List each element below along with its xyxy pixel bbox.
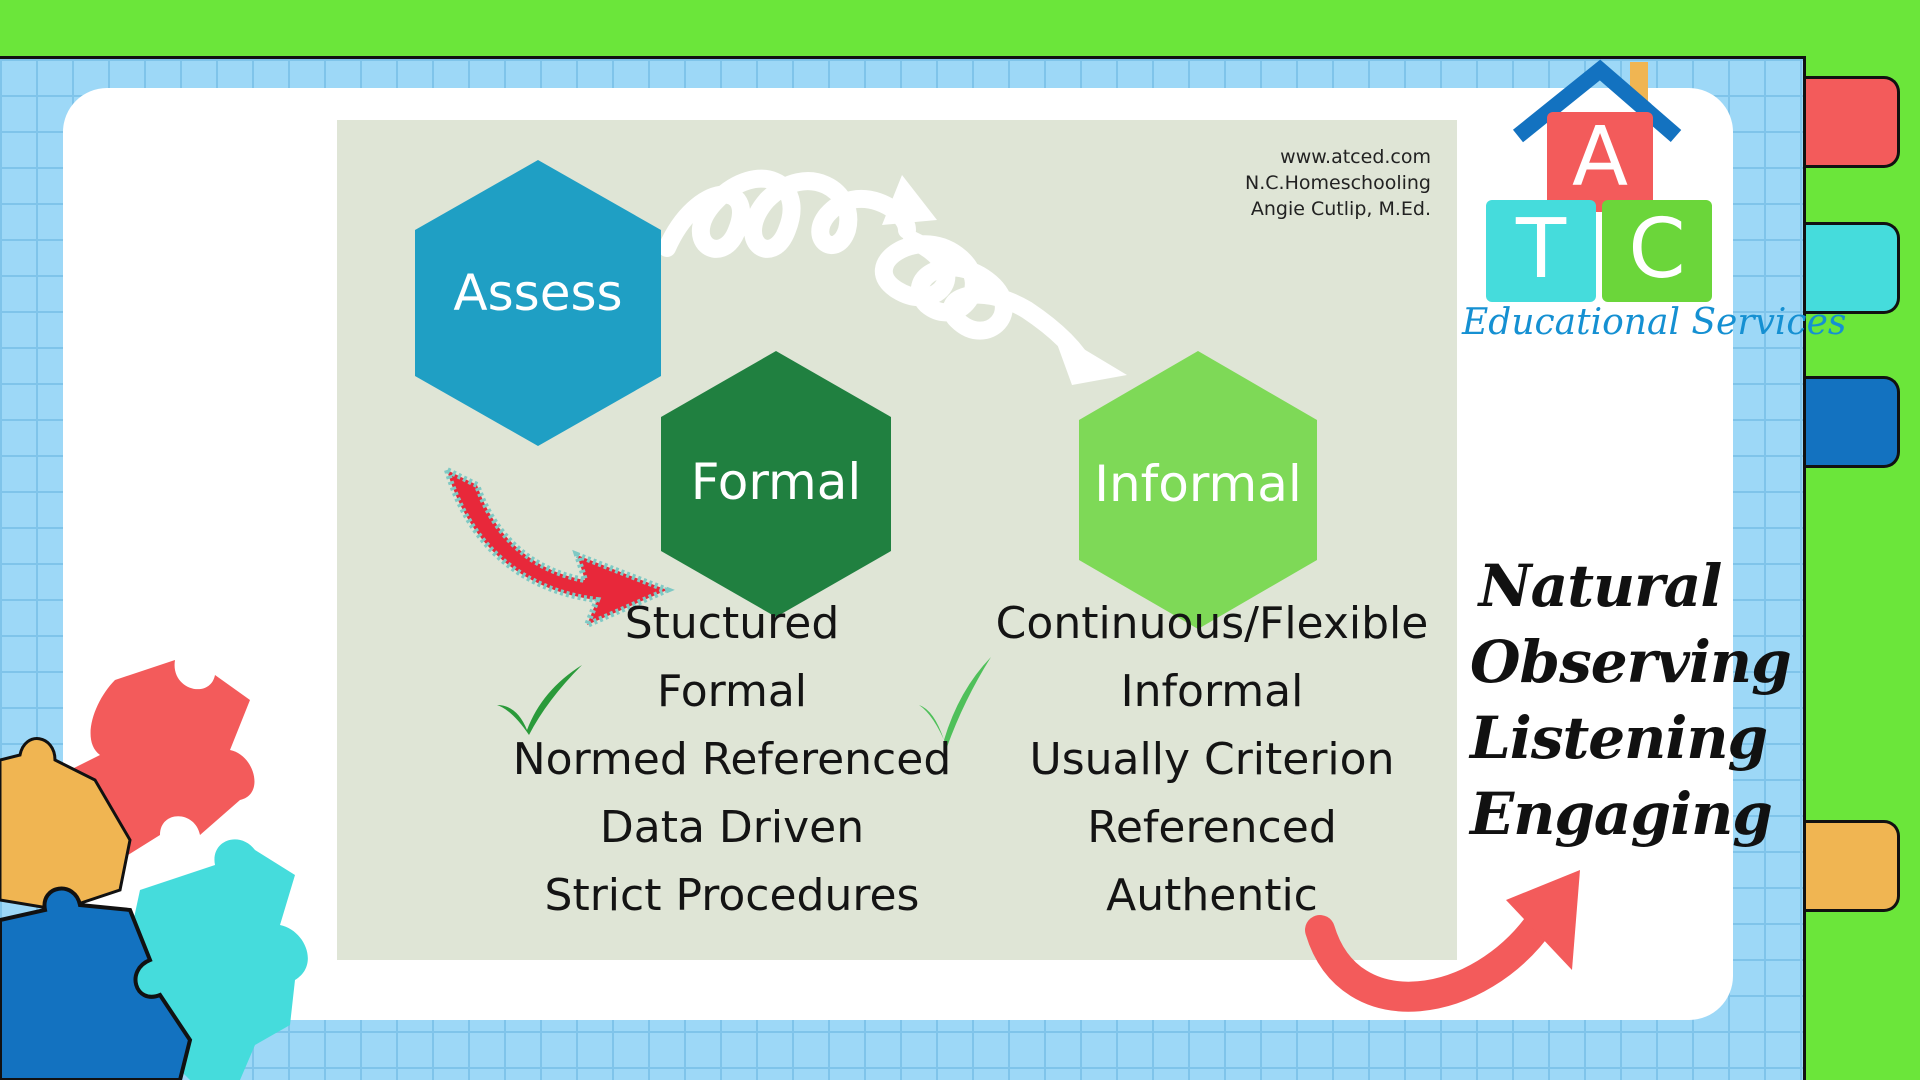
assess-hexagon-shape	[415, 160, 661, 446]
side-word: Listening	[1470, 704, 1768, 772]
formal-item: Normed Referenced	[512, 734, 952, 785]
checkmark-icon	[919, 657, 991, 747]
credit-homeschooling: N.C.Homeschooling	[1245, 172, 1431, 194]
formal-item: Data Driven	[599, 802, 865, 853]
side-word: Natural	[1478, 552, 1723, 620]
informal-item: Informal	[1120, 666, 1304, 717]
logo-subtitle: Educational Services	[1462, 302, 1847, 343]
logo-letter-a: A	[1571, 110, 1629, 205]
informal-item: Referenced	[1087, 802, 1337, 853]
atc-logo: A T C Educational Services	[1462, 58, 1847, 358]
side-word: Engaging	[1470, 780, 1773, 848]
side-tab-blue[interactable]	[1806, 376, 1900, 468]
logo-block-a	[1547, 112, 1653, 212]
curved-arrow-icon	[1305, 870, 1580, 1012]
logo-block-t	[1486, 200, 1596, 302]
formal-item: Formal	[656, 666, 808, 717]
logo-letter-c: C	[1628, 202, 1686, 297]
informal-item: Authentic	[1106, 870, 1318, 921]
formal-item: Strict Procedures	[544, 870, 920, 921]
side-word: Observing	[1470, 628, 1792, 696]
logo-block-c	[1602, 200, 1712, 302]
credit-author: Angie Cutlip, M.Ed.	[1250, 198, 1431, 220]
curly-arrow-icon	[658, 169, 1127, 385]
credit-website: www.atced.com	[1280, 146, 1431, 168]
side-words: Natural Observing Listening Engaging	[1470, 548, 1792, 852]
side-tab-red[interactable]	[1806, 76, 1900, 168]
formal-list: Stuctured Formal Normed Referenced Data …	[467, 590, 997, 930]
formal-hexagon-shape	[661, 351, 891, 617]
logo-letter-t: T	[1515, 202, 1567, 297]
puzzle-pieces-icon	[0, 660, 308, 1080]
informal-hexagon-shape	[1079, 351, 1317, 629]
informal-hexagon: Informal	[1079, 351, 1317, 629]
informal-item: Usually Criterion	[1029, 734, 1395, 785]
side-tab-teal[interactable]	[1806, 222, 1900, 314]
informal-list: Continuous/Flexible Informal Usually Cri…	[992, 590, 1432, 930]
formal-hexagon: Formal	[661, 351, 891, 617]
assess-hexagon: Assess	[415, 160, 661, 446]
side-tab-orange[interactable]	[1806, 820, 1900, 912]
informal-label: Informal	[1094, 455, 1302, 513]
assessment-slide: www.atced.com N.C.Homeschooling Angie Cu…	[337, 120, 1457, 960]
assess-label: Assess	[453, 264, 623, 322]
red-arrow-icon	[442, 464, 675, 631]
checkmark-icon	[497, 665, 582, 735]
informal-item: Continuous/Flexible	[995, 598, 1429, 649]
formal-item: Stuctured	[624, 598, 840, 649]
credits: www.atced.com N.C.Homeschooling Angie Cu…	[1245, 144, 1431, 222]
formal-label: Formal	[690, 453, 862, 511]
